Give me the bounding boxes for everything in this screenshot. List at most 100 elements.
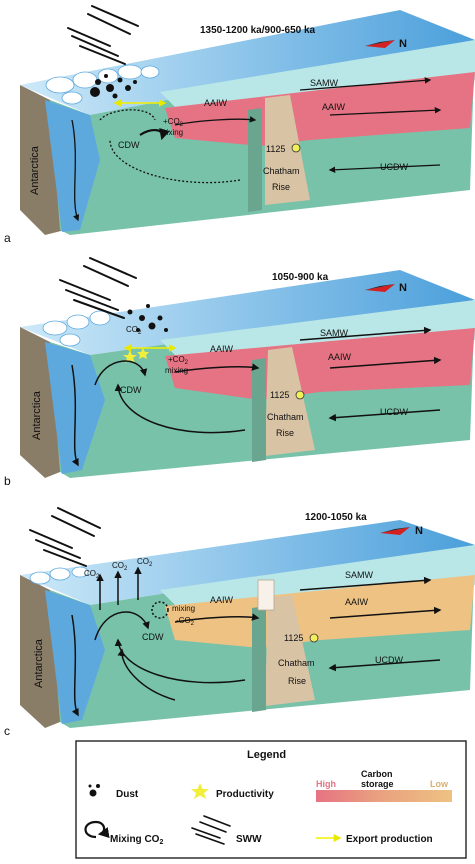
antarctica-landmass: [20, 575, 65, 728]
panel-c-aaiw-label: AAIW: [345, 597, 369, 607]
sea-ice: [45, 64, 160, 105]
panel-c-samw-label: SAMW: [345, 570, 374, 580]
panel-c-antarctica-label: Antarctica: [33, 638, 45, 688]
panel-a-rise-label-2: Rise: [272, 182, 290, 192]
panel-c-co2-label-2: CO2: [112, 561, 128, 572]
north-arrow-icon: [365, 40, 395, 48]
circulation-arrows: [71, 566, 442, 717]
panel-c-rise-label-1: Chatham: [278, 658, 315, 668]
panel-a-aaiw-label: AAIW: [322, 102, 346, 112]
panel-b-samw-label: SAMW: [320, 328, 349, 338]
panel-b-north-label: N: [399, 282, 407, 294]
panel-c-rise-label-2: Rise: [288, 676, 306, 686]
legend-sww-label: SWW: [236, 834, 262, 845]
panel-a-samw-label: SAMW: [310, 78, 339, 88]
panel-a-mixing-label: mixing: [160, 128, 183, 137]
circulation-arrows: [71, 326, 442, 467]
legend-low-label: Low: [430, 779, 449, 789]
sww-wind-icon: [59, 257, 137, 319]
legend-carbon-gradient-bar: [316, 790, 452, 802]
panel-c-title: 1200-1050 ka: [305, 512, 367, 523]
legend-dust-icon: [88, 784, 100, 797]
panel-b-aaiw-label: AAIW: [328, 352, 352, 362]
panel-c-ucdw-label: UCDW: [375, 655, 403, 665]
legend-mixing-co2-icon: [84, 820, 110, 839]
panel-c-cdw-label: CDW: [142, 632, 164, 642]
panel-c-aaiw-shelf-label: AAIW: [210, 595, 234, 605]
dust-particles: [90, 74, 137, 99]
panel-c-co2-label-3: CO2: [137, 557, 153, 568]
sww-wind-icon: [29, 507, 101, 567]
panel-a-rise-label-1: Chatham: [263, 166, 300, 176]
north-arrow-icon: [365, 284, 395, 292]
panel-c-co2-label-1: CO2: [84, 569, 100, 580]
panel-b-cdw-label: CDW: [120, 385, 142, 395]
legend-carbon-label-1: Carbon: [361, 769, 393, 779]
samw-water-mass: [160, 545, 475, 610]
productivity-stars: [123, 348, 149, 363]
panel-c-co2-minus-label: -CO2: [176, 616, 195, 627]
site-1125-marker: [295, 390, 305, 400]
legend-high-label: High: [316, 779, 336, 789]
legend-productivity-label: Productivity: [216, 789, 274, 800]
polar-surface-water: [45, 100, 100, 232]
panel-c-site-label: 1125: [284, 633, 303, 643]
panel-b-mixing-label: mixing: [165, 366, 188, 375]
core-column: [257, 579, 275, 611]
sea-ice: [42, 310, 111, 347]
panel-b-letter: b: [4, 474, 11, 488]
panel-b-rise-label-1: Chatham: [267, 412, 304, 422]
panel-a-co2-label: +CO2: [163, 117, 184, 128]
circulation-arrows: [71, 77, 442, 222]
panel-a-ucdw-label: UCDW: [380, 162, 408, 172]
panel-a: 1350-1200 ka/900-650 ka N Antarctica CDW…: [4, 5, 475, 245]
rise-shadow: [252, 358, 266, 462]
aaiw-water-mass: [165, 328, 475, 400]
legend-productivity-star-icon: [191, 783, 209, 799]
aaiw-water-mass: [165, 72, 475, 146]
rise-shadow: [252, 606, 266, 712]
antarctica-landmass: [20, 85, 65, 235]
panel-b-antarctica-label: Antarctica: [31, 390, 43, 440]
sea-ice: [29, 566, 89, 585]
dust-particles: [127, 304, 168, 332]
legend-mixing-co2-label: Mixing CO2: [110, 834, 163, 846]
panel-c-north-label: N: [415, 525, 423, 537]
site-1125-marker: [309, 633, 319, 643]
panel-a-cdw-label: CDW: [118, 140, 140, 150]
rise-shadow: [248, 108, 262, 212]
panel-a-title: 1350-1200 ka/900-650 ka: [200, 25, 316, 36]
chatham-rise: [265, 347, 315, 456]
panel-b: 1050-900 ka N Antarctica CDW AAIW AAIW S…: [4, 257, 475, 488]
panel-b-aaiw-shelf-label: AAIW: [210, 344, 234, 354]
legend-title: Legend: [247, 749, 286, 761]
panel-c: 1200-1050 ka N Antarctica CDW AAIW AAIW …: [4, 507, 475, 738]
samw-water-mass: [160, 40, 475, 112]
panel-a-site-label: 1125: [266, 144, 285, 154]
legend: Legend Dust Productivity Carbon storage …: [75, 740, 467, 859]
panel-a-north-label: N: [399, 38, 407, 50]
ocean-top-surface: [20, 10, 475, 115]
chatham-rise: [265, 595, 315, 706]
legend-sww-wind-icon: [191, 815, 231, 845]
panel-b-ucdw-label: UCDW: [380, 407, 408, 417]
panel-b-rise-label-2: Rise: [276, 428, 294, 438]
panel-b-co2-label-b: +CO2: [168, 355, 189, 366]
panel-c-letter: c: [4, 724, 10, 738]
sww-wind-icon: [67, 5, 139, 65]
panel-a-aaiw-shelf-label: AAIW: [204, 98, 228, 108]
legend-export-label: Export production: [346, 834, 433, 845]
panel-b-site-label: 1125: [270, 390, 289, 400]
site-1125-marker: [291, 143, 301, 153]
north-arrow-icon: [380, 527, 410, 535]
panel-c-mixing-label: mixing: [172, 604, 195, 613]
panel-b-title: 1050-900 ka: [272, 272, 329, 283]
panel-a-letter: a: [4, 231, 11, 245]
legend-carbon-label-2: storage: [361, 779, 394, 789]
legend-dust-label: Dust: [116, 789, 139, 800]
antarctica-landmass: [20, 327, 65, 478]
ocean-top-surface: [20, 270, 475, 355]
panel-b-co2-label-a: CO2: [126, 325, 142, 336]
ocean-top-surface: [20, 520, 475, 605]
